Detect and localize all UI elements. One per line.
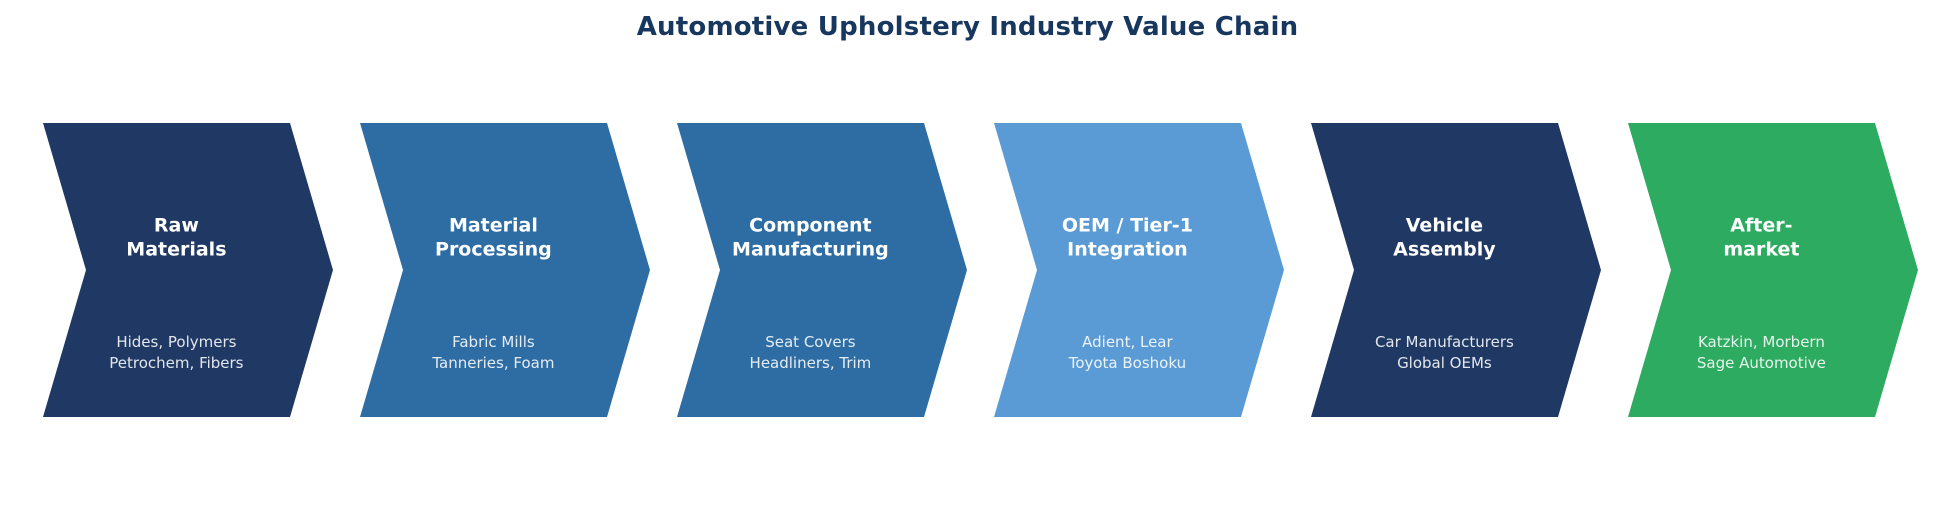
stage-vehicle-assembly: Vehicle Assembly Car Manufacturers Globa… (1311, 123, 1601, 417)
diagram-title: Automotive Upholstery Industry Value Cha… (636, 12, 1299, 42)
stage-sublabel: Hides, Polymers Petrochem, Fibers (109, 333, 244, 372)
stage-sublabel: Fabric Mills Tanneries, Foam (432, 333, 555, 372)
stage-label: Vehicle Assembly (1393, 213, 1496, 261)
stage-label: Raw Materials (126, 213, 227, 261)
stage-sublabel: Katzkin, Morbern Sage Automotive (1696, 333, 1826, 372)
stage-sublabel: Adient, Lear Toyota Boshoku (1068, 333, 1187, 372)
stage-aftermarket: After- market Katzkin, Morbern Sage Auto… (1628, 123, 1918, 417)
stage-raw-materials: Raw Materials Hides, Polymers Petrochem,… (43, 123, 333, 417)
stage-label: OEM / Tier-1 Integration (1061, 213, 1193, 261)
chevron-band: Raw Materials Hides, Polymers Petrochem,… (43, 123, 1918, 417)
stage-material-processing: Material Processing Fabric Mills Tanneri… (360, 123, 650, 417)
stage-label: After- market (1723, 213, 1800, 261)
stage-sublabel: Car Manufacturers Global OEMs (1374, 333, 1514, 372)
stage-component-manufacturing: Component Manufacturing Seat Covers Head… (677, 123, 967, 417)
stage-label: Component Manufacturing (732, 213, 889, 261)
stage-label: Material Processing (435, 213, 552, 261)
stage-sublabel: Seat Covers Headliners, Trim (749, 333, 872, 372)
stage-oem-tier1-integration: OEM / Tier-1 Integration Adient, Lear To… (994, 123, 1284, 417)
